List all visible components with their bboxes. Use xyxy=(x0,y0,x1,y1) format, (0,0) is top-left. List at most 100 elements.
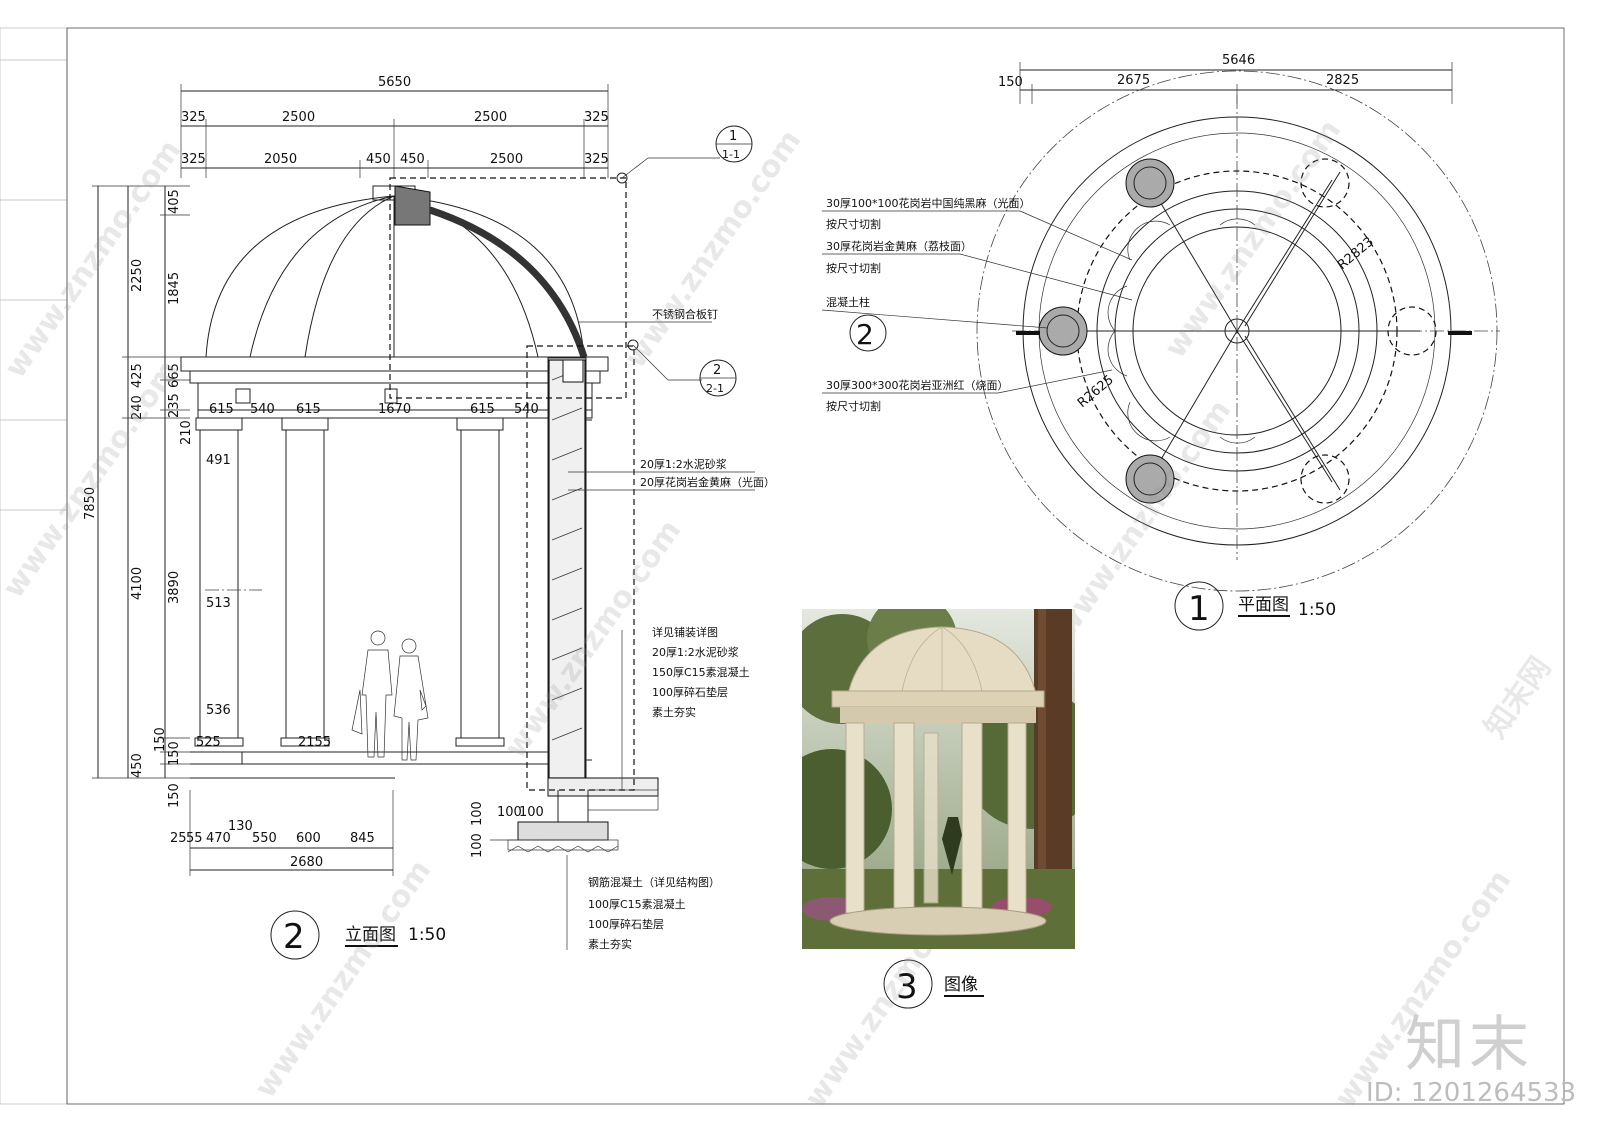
dim-text: 4100 xyxy=(130,567,145,600)
dim-text: 150 xyxy=(167,783,182,808)
plan-columns xyxy=(1038,158,1437,504)
dim-text: 513 xyxy=(206,596,231,611)
dim-text: 665 xyxy=(167,363,182,388)
dim-text: 240 xyxy=(130,395,145,420)
note-floor: 20厚1:2水泥砂浆 xyxy=(652,645,739,659)
dim-text: 1670 xyxy=(378,402,411,417)
human-figures xyxy=(351,630,429,761)
watermark-text: www.znzmo.com xyxy=(248,854,438,1105)
detail-box-1 xyxy=(389,177,627,399)
dim-text: 210 xyxy=(179,420,194,445)
dim-text: 615 xyxy=(296,402,321,417)
note-floor: 详见铺装详图 xyxy=(652,625,718,639)
dim-total: 5650 xyxy=(378,75,411,90)
radius-label: R2823 xyxy=(1335,234,1377,273)
dim-text: 470 xyxy=(206,831,231,846)
plan-note: 按尺寸切割 xyxy=(826,399,881,413)
dim-chain-top: 5650 325 2500 2500 325 325 2050 450 450 … xyxy=(180,75,609,178)
watermark-text: 知末网 xyxy=(1478,651,1558,745)
callout-ref: 2-1 xyxy=(706,382,724,395)
note-floor: 150厚C15素混凝土 xyxy=(652,665,750,679)
drawing-title: 平面图 xyxy=(1238,595,1289,615)
note-foot: 钢筋混凝土（详见结构图） xyxy=(588,875,720,889)
dim-text: 100 xyxy=(497,805,522,820)
dim-text: 450 xyxy=(130,753,145,778)
drawing-number: 1 xyxy=(1188,589,1210,629)
elevation-drawing: 5650 325 2500 2500 325 325 2050 450 450 … xyxy=(83,75,775,960)
watermark-text: www.znzmo.com xyxy=(0,134,188,385)
brand-logo: 知末 xyxy=(1405,1010,1533,1080)
dim-text: 2825 xyxy=(1326,73,1359,88)
dim-text: 3890 xyxy=(167,571,182,604)
dim-text: 55 xyxy=(186,831,203,846)
gazebo-photo xyxy=(802,609,1075,949)
dim-text: 150 xyxy=(167,741,182,766)
plan-scallops xyxy=(1107,218,1256,444)
dim-text: 2500 xyxy=(282,110,315,125)
dim-text: 5646 xyxy=(1222,53,1255,68)
dim-text: 130 xyxy=(228,819,253,834)
dim-text: 2155 xyxy=(298,735,331,750)
dim-text: 405 xyxy=(167,189,182,214)
dim-text: 450 xyxy=(366,152,391,167)
dim-text: 525 xyxy=(196,735,221,750)
dim-text: 491 xyxy=(206,453,231,468)
note-wall-2: 20厚花岗岩金黄麻（光面） xyxy=(640,475,775,489)
drawing-scale: 1:50 xyxy=(1298,600,1336,620)
entablature: 615 540 615 1670 615 540 xyxy=(180,356,609,419)
dim-text: 7850 xyxy=(83,487,98,520)
plan-notes: 30厚100*100花岗岩中国纯黑麻（光面） 按尺寸切割 30厚花岗岩金黄麻（荔… xyxy=(821,196,1133,413)
plan-section-mark: 2 xyxy=(849,314,1472,352)
image-id: ID: 1201264533 xyxy=(1366,1078,1577,1108)
dim-text: 540 xyxy=(514,402,539,417)
dim-text: 600 xyxy=(296,831,321,846)
dim-chain-left: 7850 2250 4100 405 1845 425 665 240 235 … xyxy=(83,185,194,808)
plan-drawing: 5646 150 2675 2825 xyxy=(821,53,1500,631)
dim-text: 615 xyxy=(470,402,495,417)
note-floor: 素土夯实 xyxy=(652,705,696,719)
section-wall xyxy=(548,359,592,779)
dim-text: 2250 xyxy=(130,259,145,292)
dim-text: 325 xyxy=(584,110,609,125)
callout-ref: 1-1 xyxy=(722,148,740,161)
callout-1: 1 1-1 xyxy=(616,125,753,184)
dim-text: 325 xyxy=(584,152,609,167)
dim-text: 100 xyxy=(470,833,485,858)
watermark-text: www.znzmo.com xyxy=(498,514,688,765)
gazebo-photo-illustration xyxy=(802,609,1075,949)
drawing-scale: 1:50 xyxy=(408,925,446,945)
base-steps xyxy=(190,751,659,853)
plan-dim-chain: 5646 150 2675 2825 xyxy=(998,53,1453,104)
plan-note: 按尺寸切割 xyxy=(826,261,881,275)
drawing-number: 3 xyxy=(896,967,918,1007)
dim-text: 2675 xyxy=(1117,73,1150,88)
note-bolt: 不锈钢合板钉 xyxy=(652,307,718,321)
dim-text: 325 xyxy=(181,152,206,167)
callout-2: 2 2-1 xyxy=(627,339,737,397)
plan-note: 按尺寸切割 xyxy=(826,217,881,231)
watermark-text: www.znzmo.com xyxy=(0,354,186,605)
title-block-strip xyxy=(0,27,68,1105)
note-foot: 100厚C15素混凝土 xyxy=(588,897,686,911)
callout-number: 1 xyxy=(729,129,737,144)
dim-text: 100 xyxy=(519,805,544,820)
elevation-title: 2 立面图 1:50 xyxy=(270,910,446,960)
dim-text: 425 xyxy=(130,363,145,388)
plan-note: 30厚100*100花岗岩中国纯黑麻（光面） xyxy=(826,196,1031,210)
dim-text: 540 xyxy=(250,402,275,417)
dim-text: 2500 xyxy=(474,110,507,125)
dim-text: 450 xyxy=(400,152,425,167)
dim-text: 536 xyxy=(206,703,231,718)
note-foot: 素土夯实 xyxy=(588,937,632,951)
drawing-number: 2 xyxy=(283,917,305,957)
dim-text: 325 xyxy=(181,110,206,125)
callout-number: 2 xyxy=(713,363,721,378)
dim-text: 150 xyxy=(153,727,168,752)
drawing-title: 图像 xyxy=(944,975,978,995)
image-title: 3 图像 xyxy=(883,959,984,1009)
watermark-text: www.znzmo.com xyxy=(1048,394,1238,645)
watermark-text: www.znzmo.com xyxy=(1158,114,1348,365)
dome xyxy=(205,185,588,359)
note-floor: 100厚碎石垫层 xyxy=(652,685,728,699)
